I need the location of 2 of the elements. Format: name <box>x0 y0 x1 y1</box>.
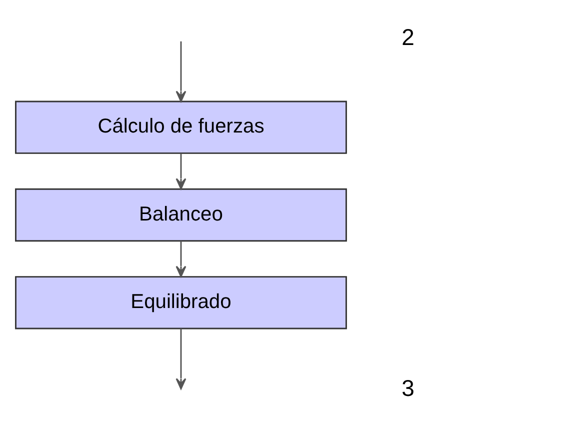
label: 2 <box>401 24 414 50</box>
label: 3 <box>401 374 414 401</box>
